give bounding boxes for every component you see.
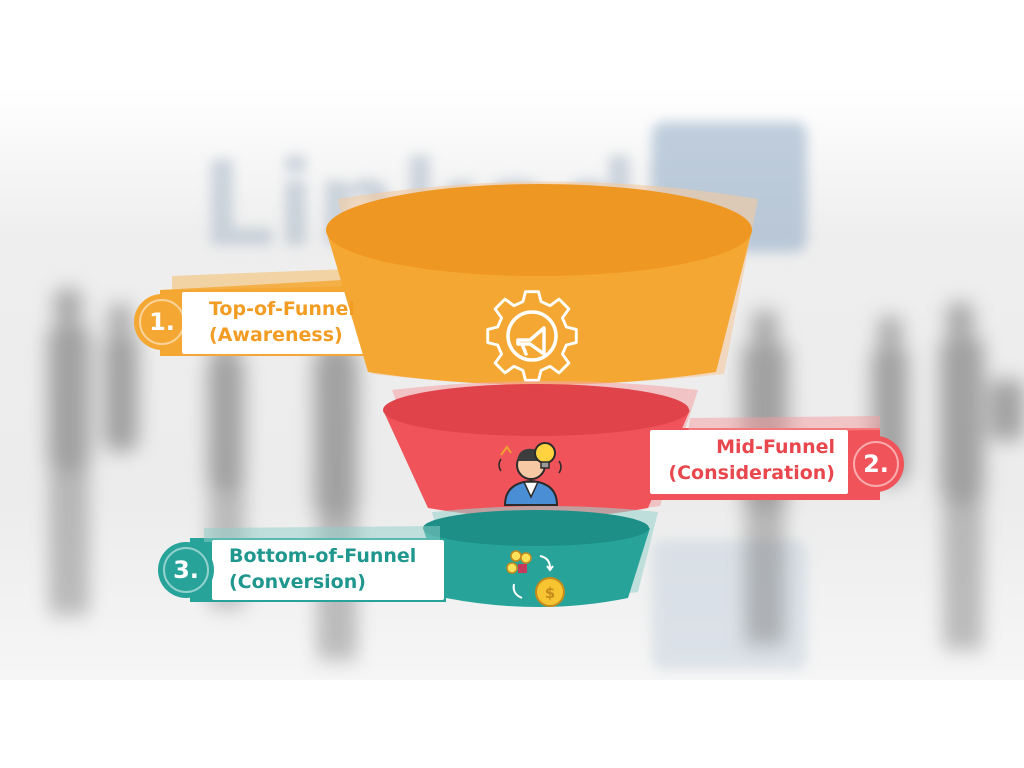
stage-2-number: 2. xyxy=(863,450,889,478)
stage-2-title: Mid-Funnel xyxy=(716,436,835,458)
gear-megaphone-icon xyxy=(486,290,578,382)
stage-3-funnel-tier xyxy=(423,528,650,607)
stage-3-funnel-rim xyxy=(423,510,649,546)
stage-3-number: 3. xyxy=(173,556,199,584)
funnel-stage-2 xyxy=(383,381,904,518)
stage-1-subtitle: (Awareness) xyxy=(209,324,343,346)
stage-3-title: Bottom-of-Funnel xyxy=(229,545,417,567)
stage-3-number-badge xyxy=(158,542,214,598)
stage-3-subtitle: (Conversion) xyxy=(229,571,366,593)
funnel-stage-1 xyxy=(134,181,758,385)
funnel-stage-3: $ xyxy=(158,506,658,607)
stage-2-number-badge xyxy=(848,436,904,492)
stage-2-subtitle: (Consideration) xyxy=(668,462,835,484)
stage-1-number: 1. xyxy=(149,308,175,336)
svg-text:$: $ xyxy=(545,584,555,602)
person-lightbulb-icon xyxy=(498,442,562,506)
people-to-money-icon: $ xyxy=(506,550,565,607)
stage-1-title: Top-of-Funnel xyxy=(209,298,355,320)
stage-2-funnel-rim xyxy=(383,384,689,436)
stage-1-funnel-rim xyxy=(326,184,752,276)
stage-1-number-badge xyxy=(134,294,190,350)
